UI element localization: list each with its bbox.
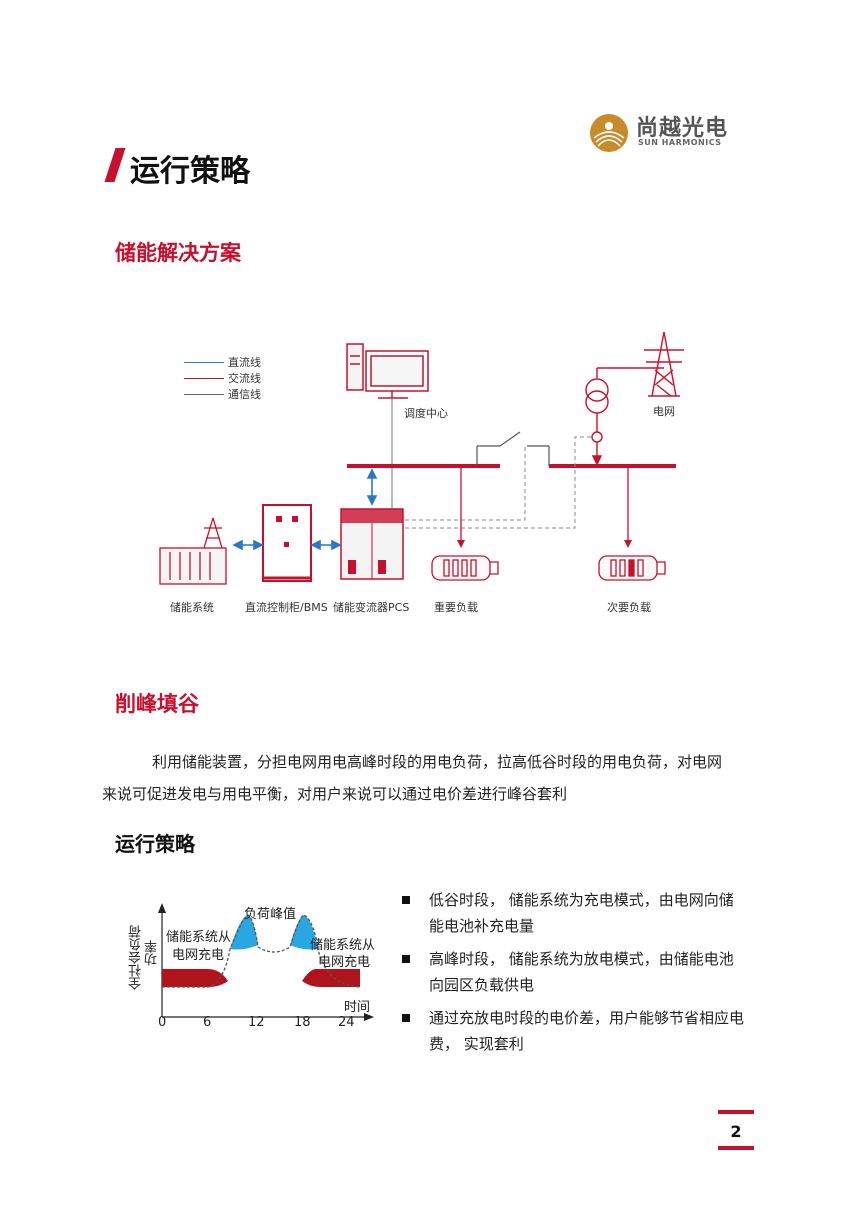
chart-annotation-peak: 负荷峰值 [244,907,297,922]
storage-system-diagram [159,331,684,585]
label-dispatch-center: 调度中心 [404,407,448,420]
chart-x-tick: 24 [338,1015,355,1030]
pcs-cabinet-icon [340,508,404,580]
label-pcs: 储能变流器PCS [333,601,410,614]
list-item: 低谷时段， 储能系统为充电模式，由电网向储能电池补充电量 [402,887,747,939]
computer-icon [346,343,429,399]
bullet-square-icon [402,1014,410,1022]
section-title-solution: 储能解决方案 [115,241,241,265]
label-storage-system: 储能系统 [170,601,214,614]
label-important-load: 重要负载 [434,601,478,614]
chart-annotation-left-2: 电网充电 [172,948,225,963]
page-number-bar-bottom [718,1146,754,1150]
breaker-switch [476,431,550,466]
important-load-icon [431,555,499,581]
transformer-icon [585,367,664,466]
label-dc-cabinet: 直流控制柜/BMS [245,601,328,614]
dc-cabinet-icon [262,504,312,582]
power-tower-icon [644,331,684,397]
chart-ylabel-line1: 全社会负荷 [129,925,144,990]
chart-xlabel: 时间 [344,1000,371,1015]
legend-item-comm: 通信线 [184,386,261,402]
legend-item-ac: 交流线 [184,370,261,386]
paragraph-line: 利用储能装置，分担电网用电高峰时段的用电负荷，拉高低谷时段的用电负荷，对电网 [152,753,723,771]
label-grid: 电网 [653,405,675,418]
label-secondary-load: 次要负载 [607,601,651,614]
legend-item-dc: 直流线 [184,354,261,370]
secondary-load-icon [598,555,666,581]
section-title-peak-shaving: 削峰填谷 [115,692,199,716]
logo-subtitle: SUN HARMONICS [638,138,722,147]
chart-annotation-right-2: 电网充电 [318,955,371,970]
list-item: 通过充放电时段的电价差，用户能够节省相应电费， 实现套利 [402,1005,747,1057]
chart-x-tick: 6 [203,1015,212,1030]
logo-name: 尚越光电 [636,116,729,141]
chart-annotation-left-1: 储能系统从 [166,930,232,945]
chart-x-tick: 0 [158,1015,167,1030]
chart-annotation-right-1: 储能系统从 [310,938,376,953]
company-logo [588,110,758,158]
load-curve-chart [158,903,374,1021]
strategy-bullet-list: 低谷时段， 储能系统为充电模式，由电网向储能电池补充电量 高峰时段， 储能系统为… [402,887,747,1064]
bullet-square-icon [402,896,410,904]
page-number: 2 [730,1122,742,1141]
paragraph-line: 来说可促进发电与用电平衡，对用户来说可以通过电价差进行峰谷套利 [102,785,568,803]
list-item: 高峰时段， 储能系统为放电模式，由储能电池向园区负载供电 [402,946,747,998]
diagram-legend: 直流线 交流线 通信线 [184,354,261,402]
page-number-bar-top [718,1110,754,1114]
peak-shaving-paragraph: 利用储能装置，分担电网用电高峰时段的用电负荷，拉高低谷时段的用电负荷，对电网 来… [102,746,752,810]
chart-x-tick: 12 [248,1015,265,1030]
page-title: 运行策略 [130,154,250,189]
battery-storage-icon [159,517,227,585]
sun-logo-icon [590,114,628,152]
bullet-square-icon [402,955,410,963]
chart-ylabel-line2: 功率 [145,940,160,966]
chart-x-tick: 18 [294,1015,311,1030]
section-title-strategy: 运行策略 [115,832,195,856]
